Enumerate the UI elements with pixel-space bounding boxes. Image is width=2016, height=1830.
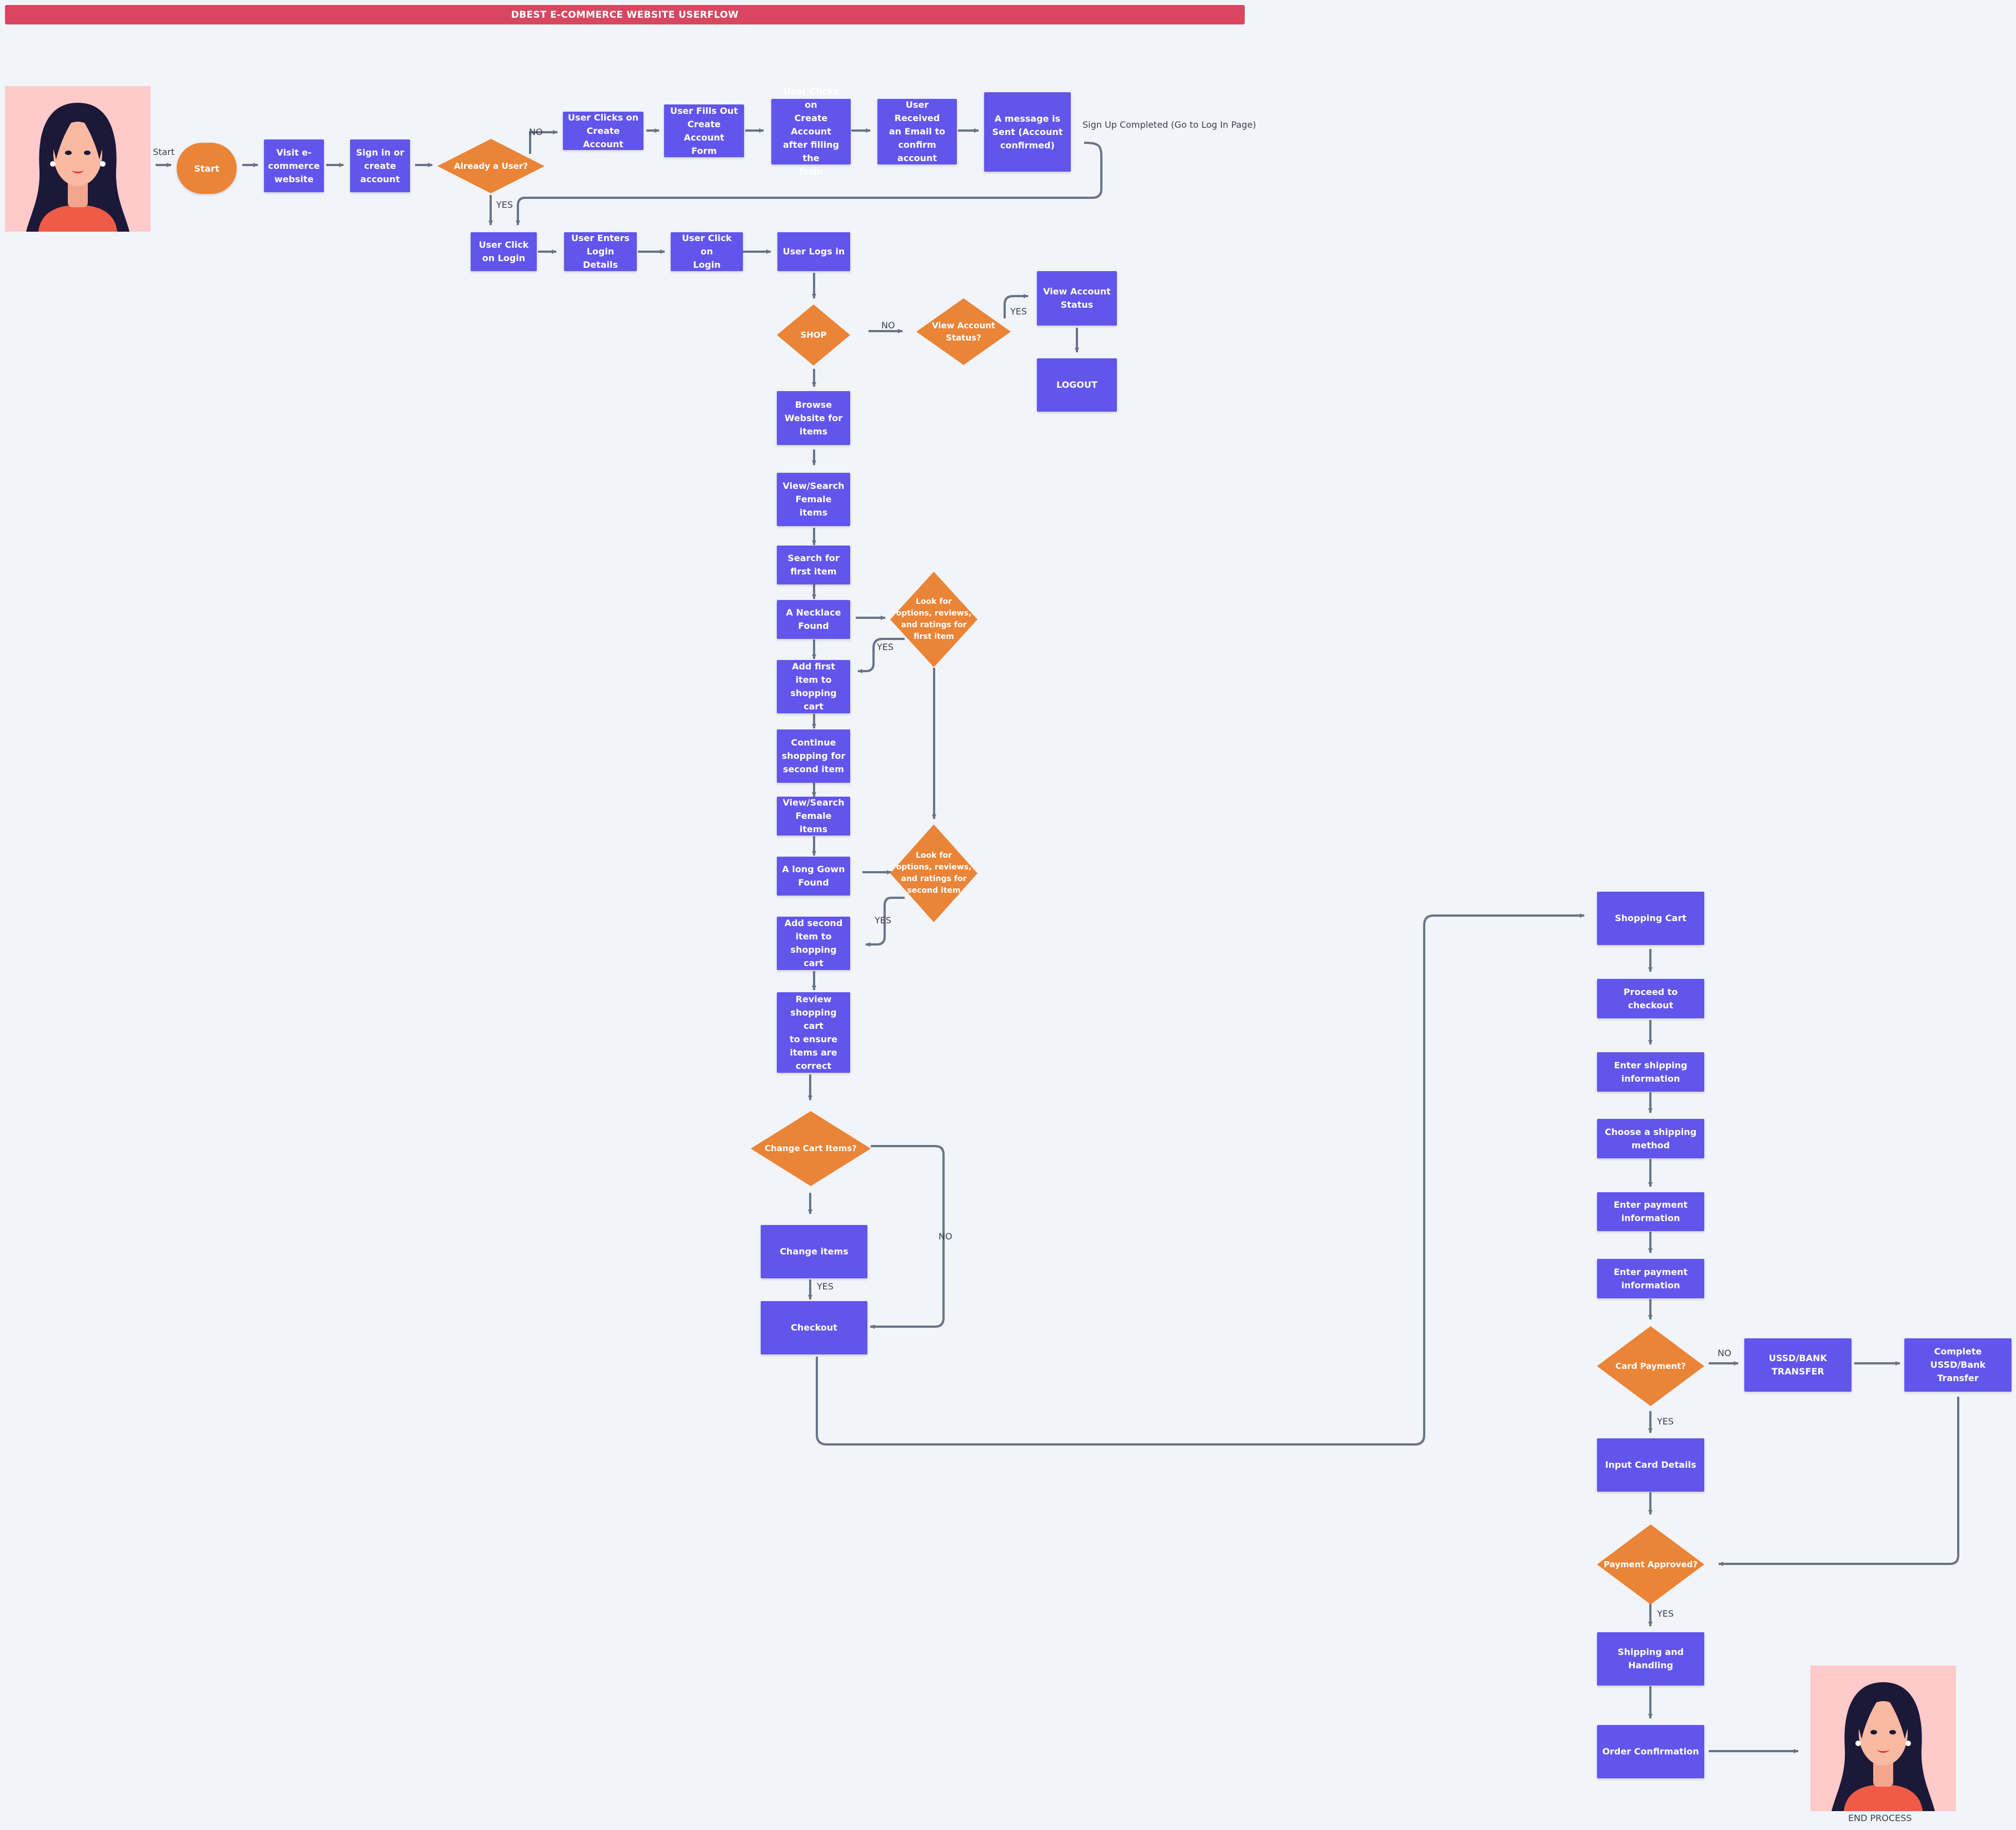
payment-approved-label: Payment Approved?: [1603, 1559, 1698, 1569]
enter-payment-info-step: Enter payment information: [1597, 1192, 1704, 1231]
proceed-checkout-step: Proceed to checkout: [1597, 979, 1704, 1018]
payment-approved-decision: Payment Approved?: [1597, 1524, 1704, 1604]
look-first-item-label: Look for options, reviews, and ratings f…: [896, 597, 972, 641]
logs-in-step: User Logs in: [777, 232, 850, 271]
look-second-item-label: Look for options, reviews, and ratings f…: [896, 851, 972, 895]
no-label: NO: [1718, 1348, 1731, 1358]
card-payment-decision: Card Payment?: [1597, 1326, 1704, 1406]
yes-label: YES: [496, 199, 513, 210]
yes-label: YES: [1657, 1608, 1674, 1619]
click-on-login-step: User Click on Login: [671, 232, 743, 271]
received-email-step: User Received an Email to confirm accoun…: [877, 99, 957, 164]
browse-website-step: Browse Website for items: [777, 391, 850, 445]
complete-ussd-step: Complete USSD/Bank Transfer: [1904, 1338, 2012, 1392]
click-login-step: User Click on Login: [471, 232, 537, 271]
no-label: NO: [881, 320, 895, 331]
start-avatar: [5, 86, 151, 232]
yes-label: YES: [877, 642, 894, 652]
connector: [1004, 294, 1029, 318]
choose-shipping-method-step: Choose a shipping method: [1597, 1119, 1704, 1158]
already-user-decision: Already a User?: [437, 139, 545, 193]
page-title: DBEST E-COMMERCE WEBSITE USERFLOW: [5, 5, 1245, 24]
message-sent-step: A message is Sent (Account confirmed): [984, 92, 1071, 172]
connector: [857, 638, 905, 673]
card-payment-label: Card Payment?: [1615, 1361, 1686, 1371]
end-process-label: END PROCESS: [1848, 1813, 1912, 1823]
ussd-bank-transfer-step: USSD/BANK TRANSFER: [1744, 1338, 1852, 1392]
view-account-status-label: View Account Status?: [932, 320, 995, 343]
view-search-female-step-2: View/Search Female items: [777, 797, 850, 836]
clicks-after-filling-step: User Clicks on Create Account after fill…: [771, 86, 851, 177]
connector: [865, 897, 905, 947]
long-gown-found-step: A long Gown Found: [777, 857, 850, 896]
yes-label: YES: [817, 1281, 834, 1292]
change-cart-items-decision: Change Cart Items?: [751, 1111, 871, 1186]
view-account-status-decision: View Account Status?: [916, 298, 1011, 365]
enters-login-details-step: User Enters Login Details: [564, 232, 637, 271]
enter-payment-info-step-2: Enter payment information: [1597, 1259, 1704, 1298]
input-card-details-step: Input Card Details: [1597, 1438, 1704, 1492]
view-account-status-step: View Account Status: [1037, 271, 1117, 326]
start-label: Start: [153, 147, 175, 157]
shopping-cart-step: Shopping Cart: [1597, 892, 1704, 945]
start-node: Start: [177, 143, 237, 194]
visit-website-step: Visit e- commerce website: [264, 139, 324, 192]
logout-step: LOGOUT: [1037, 358, 1117, 412]
sign-in-or-create-step: Sign in or create account: [350, 139, 410, 192]
enter-shipping-info-step: Enter shipping information: [1597, 1052, 1704, 1092]
woman-avatar-icon: [1832, 1682, 1935, 1811]
connector: [816, 913, 1585, 1446]
shop-decision: SHOP: [777, 304, 850, 366]
connector: [870, 1145, 945, 1329]
checkout-step: Checkout: [761, 1301, 867, 1354]
yes-label: YES: [1657, 1416, 1674, 1427]
continue-shopping-step: Continue shopping for second item: [777, 729, 850, 783]
end-avatar: [1810, 1666, 1956, 1811]
change-cart-items-label: Change Cart Items?: [765, 1143, 857, 1154]
yes-label: YES: [1010, 306, 1027, 317]
necklace-found-step: A Necklace Found: [777, 600, 850, 639]
connector: [516, 142, 1103, 226]
signup-completed-label: Sign Up Completed (Go to Log In Page): [1082, 119, 1256, 130]
change-items-step: Change items: [761, 1225, 867, 1278]
clicks-create-account-step: User Clicks on Create Account: [563, 112, 643, 150]
shipping-handling-step: Shipping and Handling: [1597, 1632, 1704, 1686]
yes-label: YES: [875, 915, 892, 926]
look-second-item-decision: Look for options, reviews, and ratings f…: [890, 824, 977, 922]
no-label: NO: [939, 1231, 952, 1242]
connector: [1718, 1397, 1959, 1566]
add-second-item-step: Add second item to shopping cart: [777, 917, 850, 970]
add-first-item-step: Add first item to shopping cart: [777, 660, 850, 713]
order-confirmation-step: Order Confirmation: [1597, 1725, 1704, 1778]
already-user-label: Already a User?: [454, 161, 528, 171]
shop-label: SHOP: [800, 329, 827, 340]
look-first-item-decision: Look for options, reviews, and ratings f…: [890, 572, 977, 667]
no-label: NO: [529, 127, 543, 137]
view-search-female-step: View/Search Female items: [777, 473, 850, 526]
fills-out-form-step: User Fills Out Create Account Form: [664, 104, 744, 157]
woman-avatar-icon: [26, 103, 129, 232]
connector: [529, 130, 558, 154]
search-first-item-step: Search for first item: [777, 546, 850, 584]
review-cart-step: Review shopping cart to ensure items are…: [777, 992, 850, 1073]
